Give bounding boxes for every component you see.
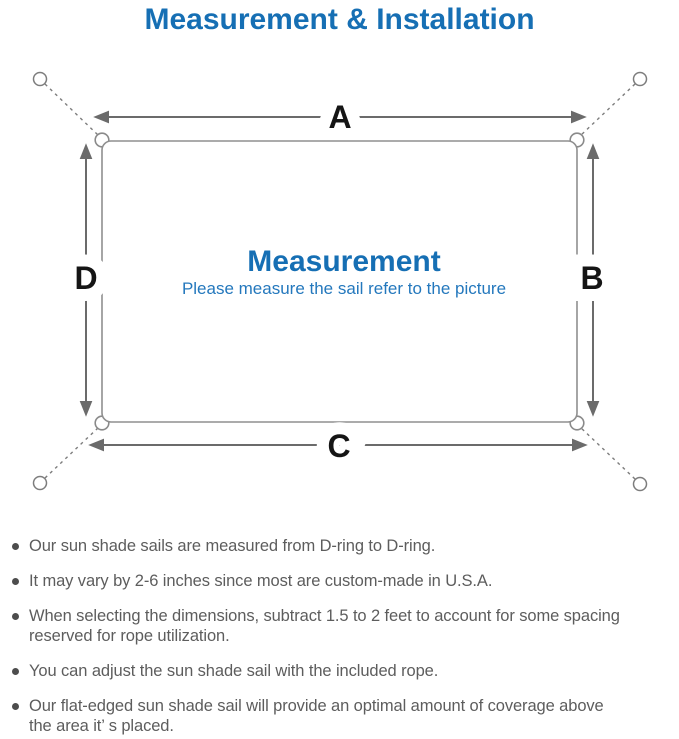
list-item: Our sun shade sails are measured from D-… — [10, 536, 675, 556]
sun-shade-sail-outline — [101, 140, 578, 423]
rope-line-bottom-left — [44, 426, 100, 479]
rope-line-top-left — [44, 83, 100, 137]
list-item-text: the area it’ s placed. — [29, 717, 174, 735]
instruction-list: Our sun shade sails are measured from D-… — [0, 520, 679, 736]
list-item: Our flat-edged sun shade sail will provi… — [10, 696, 675, 736]
measurement-diagram: A B C D Measurement Please measure the s… — [32, 71, 648, 492]
anchor-point-icon-bottom-right — [632, 476, 648, 492]
list-item-text: You can adjust the sun shade sail with t… — [29, 662, 439, 680]
list-item-text: Our sun shade sails are measured from D-… — [29, 537, 436, 555]
list-item-text: It may vary by 2-6 inches since most are… — [29, 572, 493, 590]
measurement-subtitle: Please measure the sail refer to the pic… — [182, 279, 506, 298]
list-item-text: When selecting the dimensions, subtract … — [29, 607, 620, 625]
rope-line-bottom-right — [579, 426, 636, 480]
bullet-icon — [12, 542, 19, 550]
list-item: You can adjust the sun shade sail with t… — [10, 661, 675, 681]
list-item-text: reserved for rope utilization. — [29, 627, 230, 645]
bullet-icon — [12, 612, 19, 620]
bullet-icon — [12, 667, 19, 675]
anchor-point-icon-top-right — [632, 71, 648, 87]
bullet-icon — [12, 577, 19, 585]
rope-line-top-right — [579, 83, 636, 137]
anchor-point-icon-top-left — [32, 71, 48, 87]
anchor-point-icon-bottom-left — [32, 475, 48, 491]
dimension-label-b: B — [580, 260, 603, 296]
list-item: It may vary by 2-6 inches since most are… — [10, 571, 675, 591]
list-item-text: Our flat-edged sun shade sail will provi… — [29, 697, 604, 715]
page-title: Measurement & Installation — [144, 3, 535, 36]
dimension-label-d: D — [74, 260, 97, 296]
measurement-heading: Measurement — [247, 245, 440, 278]
dimension-label-a: A — [328, 99, 351, 135]
dimension-label-c: C — [327, 428, 350, 464]
list-item: When selecting the dimensions, subtract … — [10, 606, 675, 646]
bullet-icon — [12, 702, 19, 710]
